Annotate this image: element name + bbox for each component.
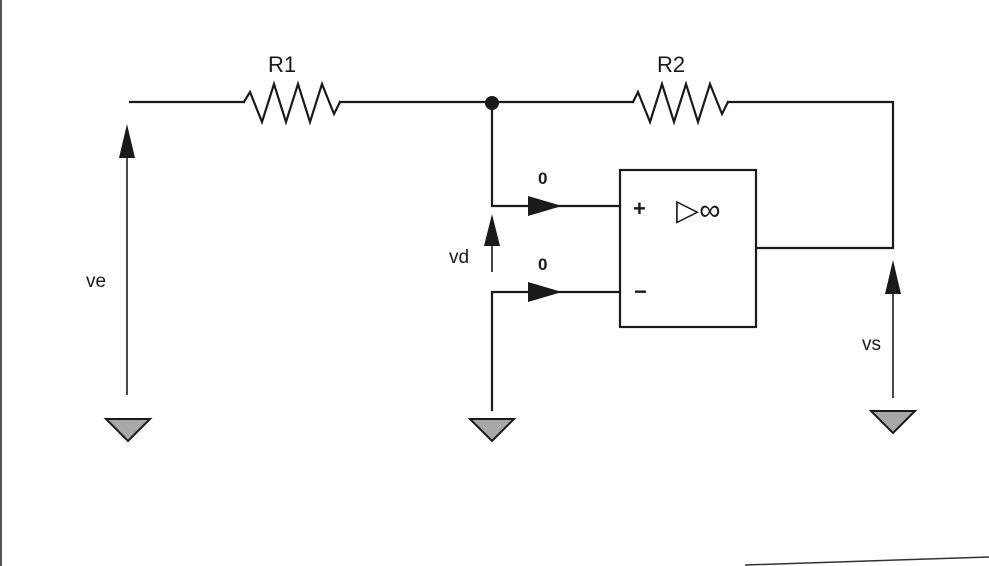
plus-current-arrow — [528, 196, 562, 216]
ground-vs — [868, 410, 918, 435]
ground-minus — [467, 418, 517, 443]
opamp-box — [618, 168, 758, 329]
r2-label: R2 — [657, 52, 685, 77]
ground-ve — [103, 418, 153, 443]
vs-label: vs — [862, 334, 881, 355]
plus-current-label: 0 — [538, 169, 547, 188]
ve-label: ve — [86, 271, 106, 292]
resistor-r2 — [631, 80, 730, 126]
vs-arrow-head — [885, 260, 901, 294]
minus-current-arrow — [528, 282, 562, 302]
scan-border-bottom — [744, 556, 989, 566]
opamp-plus-sign: + — [633, 196, 646, 221]
wire-node-to-plus — [490, 101, 622, 208]
minus-current-label: 0 — [538, 255, 547, 274]
opamp-gain-symbol: ▷∞ — [676, 194, 720, 227]
r1-label: R1 — [268, 52, 296, 77]
vd-arrow-head — [484, 214, 500, 246]
vd-label: vd — [449, 247, 469, 268]
resistor-r1 — [242, 80, 342, 126]
opamp-minus-sign: − — [634, 279, 647, 304]
wire-ground-to-minus — [490, 290, 622, 412]
wire-r2-feedback — [726, 100, 895, 250]
ve-arrow-head — [119, 124, 135, 158]
